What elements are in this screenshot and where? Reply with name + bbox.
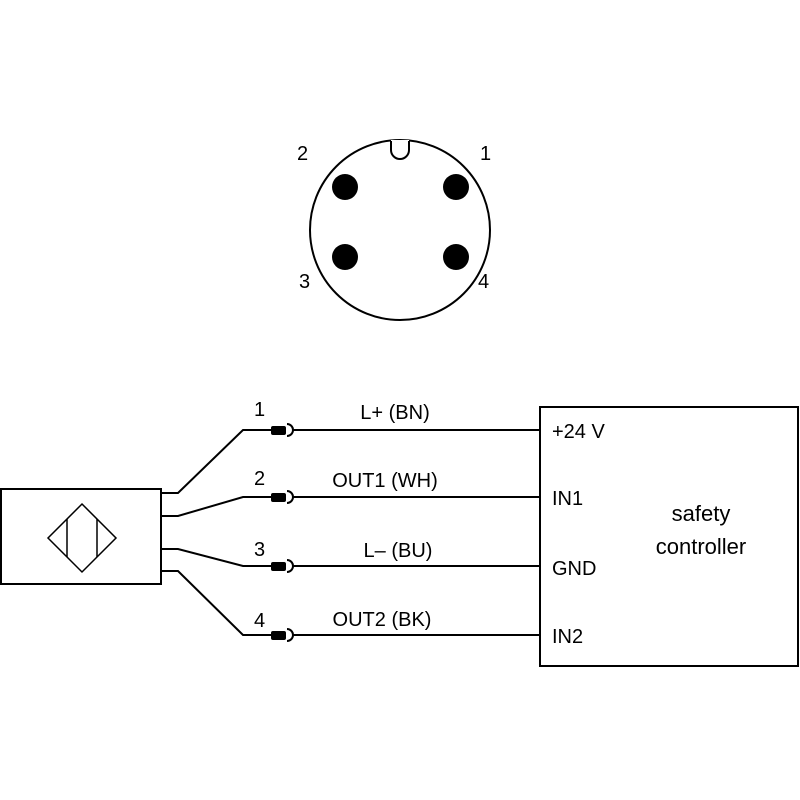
ferrule-1: [271, 423, 294, 437]
sensor-body: [0, 488, 162, 585]
connector-outline: [309, 139, 491, 321]
safety-controller: +24 V IN1 GND IN2 safety controller: [539, 406, 799, 667]
connector-pin-label-4: 4: [478, 271, 489, 293]
terminal-label-in2: IN2: [552, 626, 583, 648]
sensor: [0, 488, 162, 585]
connector-face: 1 2 3 4: [297, 139, 491, 321]
connector-pin-2: [332, 174, 358, 200]
controller-title-line-1: safety: [672, 501, 731, 526]
wire-label-1: L+ (BN): [360, 402, 429, 424]
connector-pin-3: [332, 244, 358, 270]
inductive-sensor-icon: [46, 502, 118, 574]
connector-pin-label-3: 3: [299, 271, 310, 293]
ferrule-2: [271, 490, 294, 504]
ferrule-3: [271, 559, 294, 573]
connector-pin-label-2: 2: [297, 143, 308, 165]
cable-fanout: [161, 429, 280, 636]
wire-label-3: L– (BU): [364, 540, 433, 562]
controller-title-line-2: controller: [656, 534, 746, 559]
terminal-label-gnd: GND: [552, 558, 596, 580]
terminal-label-24v: +24 V: [552, 421, 605, 443]
wire-pin-number-2: 2: [254, 468, 265, 490]
wire-pin-number-1: 1: [254, 399, 265, 421]
connector-pin-label-1: 1: [480, 143, 491, 165]
wire-pin-number-4: 4: [254, 610, 265, 632]
connector-pin-4: [443, 244, 469, 270]
wire-label-4: OUT2 (BK): [333, 609, 432, 631]
wire-label-2: OUT1 (WH): [332, 470, 438, 492]
controller-box: [539, 406, 799, 667]
wire-pin-number-3: 3: [254, 539, 265, 561]
ferrule-4: [271, 628, 294, 642]
wire-ferrules: [271, 423, 294, 642]
keying-notch: [390, 141, 410, 160]
connector-pin-1: [443, 174, 469, 200]
terminal-label-in1: IN1: [552, 488, 583, 510]
wires-to-controller: [293, 429, 540, 636]
